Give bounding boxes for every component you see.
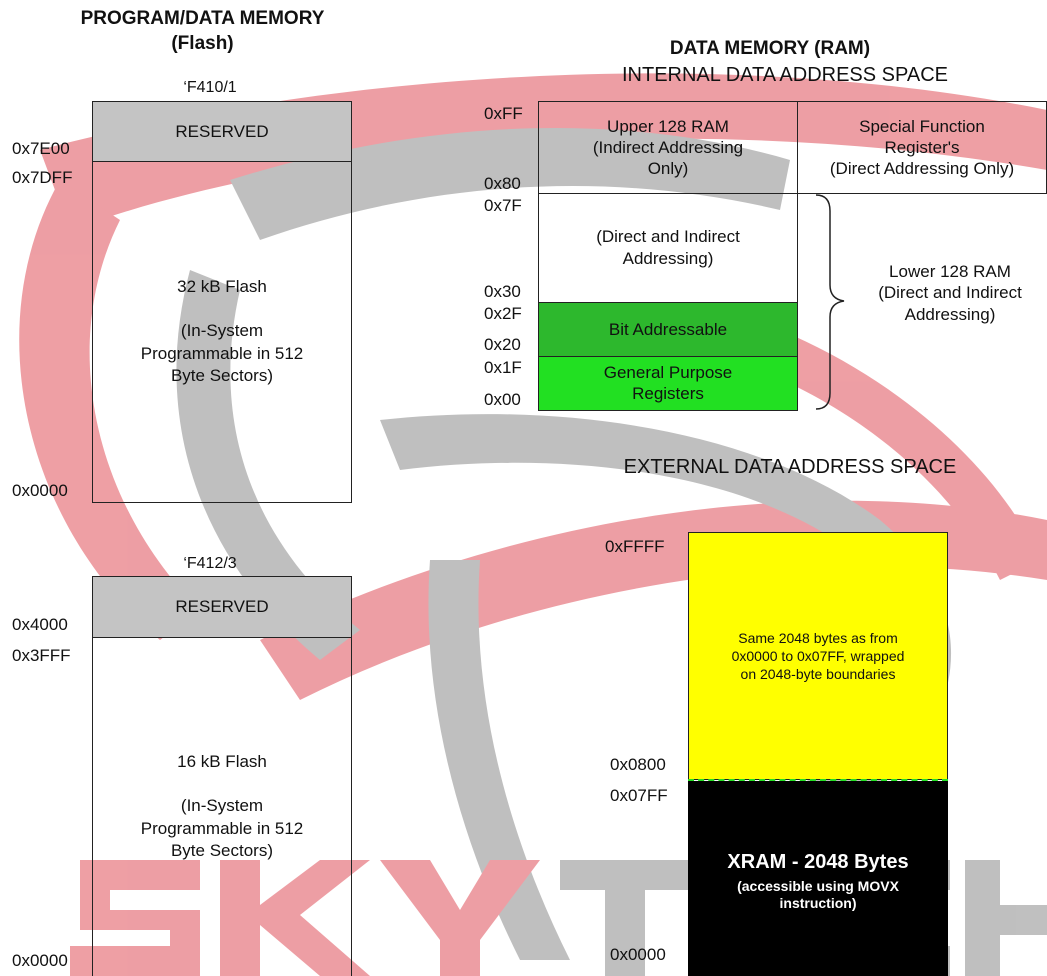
- addr-0x07ff: 0x07FF: [610, 786, 668, 805]
- program-memory-title: PROGRAM/DATA MEMORY: [80, 8, 325, 29]
- xram-title: XRAM - 2048 Bytes: [727, 850, 909, 873]
- addr-0x7dff: 0x7DFF: [12, 168, 73, 187]
- addr-0x7e00: 0x7E00: [12, 139, 70, 158]
- watermark-letter-k: [220, 860, 370, 976]
- lower-ram-brace: [815, 194, 845, 410]
- bit-addressable-label: Bit Addressable: [608, 319, 728, 339]
- gp-registers-block: General Purpose Registers: [538, 356, 798, 411]
- watermark-gray-arc-stem: [428, 560, 570, 960]
- upper-128-ram-block: Upper 128 RAM (Indirect Addressing Only): [538, 101, 798, 194]
- addr-0x4000: 0x4000: [12, 615, 68, 634]
- addr-0x20: 0x20: [484, 335, 521, 354]
- flash-32kb-label: 32 kB Flash (In-System Programmable in 5…: [140, 277, 304, 385]
- reserved-label: RESERVED: [175, 121, 269, 141]
- gp-registers-label: General Purpose Registers: [603, 363, 733, 403]
- ram-subtitle: INTERNAL DATA ADDRESS SPACE: [621, 64, 948, 86]
- xram-wrap-label: Same 2048 bytes as from 0x0000 to 0x07FF…: [731, 629, 905, 683]
- sfr-label: Special Function Register's (Direct Addr…: [829, 116, 1015, 179]
- addr-0xffff: 0xFFFF: [605, 537, 665, 556]
- xram-block: XRAM - 2048 Bytes (accessible using MOVX…: [688, 781, 948, 976]
- addr-0x0000-flash32: 0x0000: [12, 481, 68, 500]
- flash-block-16kb: 16 kB Flash (In-System Programmable in 5…: [92, 637, 352, 976]
- addr-0xff: 0xFF: [484, 104, 523, 123]
- external-space-title: EXTERNAL DATA ADDRESS SPACE: [623, 456, 957, 478]
- watermark-gray-arc-top: [230, 127, 790, 240]
- watermark-gray-arc-left: [176, 270, 360, 660]
- watermark-letter-s: [70, 860, 200, 976]
- addr-0x2f: 0x2F: [484, 304, 522, 323]
- program-memory-subtitle: (Flash): [171, 33, 234, 54]
- addr-0x0000-xram: 0x0000: [610, 945, 666, 964]
- xram-boundary-line: [688, 779, 948, 781]
- addr-0x7f: 0x7F: [484, 196, 522, 215]
- addr-0x30: 0x30: [484, 282, 521, 301]
- addr-0x0800: 0x0800: [610, 755, 666, 774]
- addr-0x1f: 0x1F: [484, 358, 522, 377]
- reserved-label: RESERVED: [175, 597, 269, 616]
- xram-wrap-region: Same 2048 bytes as from 0x0000 to 0x07FF…: [688, 532, 948, 780]
- addr-0x80: 0x80: [484, 174, 521, 193]
- direct-indirect-block: (Direct and Indirect Addressing): [538, 193, 798, 303]
- reserved-block-top: RESERVED: [92, 101, 352, 162]
- watermark-letter-h: [965, 860, 1047, 976]
- bit-addressable-block: Bit Addressable: [538, 302, 798, 357]
- sfr-block: Special Function Register's (Direct Addr…: [797, 101, 1047, 194]
- watermark-letter-y: [380, 860, 540, 976]
- flash-block-32kb: 32 kB Flash (In-System Programmable in 5…: [92, 161, 352, 503]
- watermark-gray-arc-center: [380, 414, 952, 820]
- reserved-block-bottom: RESERVED: [92, 576, 352, 638]
- addr-0x3fff: 0x3FFF: [12, 646, 71, 665]
- flash-16kb-label: 16 kB Flash (In-System Programmable in 5…: [140, 752, 304, 860]
- variant-label-f412: ‘F412/3: [183, 555, 237, 572]
- lower-128-ram-label: Lower 128 RAM (Direct and Indirect Addre…: [878, 262, 1022, 324]
- variant-label-f410: ‘F410/1: [183, 79, 237, 96]
- xram-subtitle: (accessible using MOVX instruction): [737, 877, 899, 912]
- watermark-red-arc-left: [19, 180, 200, 640]
- upper-128-ram-label: Upper 128 RAM (Indirect Addressing Only): [592, 116, 744, 179]
- watermark-letter-t: [560, 860, 690, 976]
- addr-0x0000-flash16: 0x0000: [12, 951, 68, 970]
- direct-indirect-label: (Direct and Indirect Addressing): [596, 227, 740, 268]
- ram-title: DATA MEMORY (RAM): [669, 38, 871, 59]
- addr-0x00: 0x00: [484, 390, 521, 409]
